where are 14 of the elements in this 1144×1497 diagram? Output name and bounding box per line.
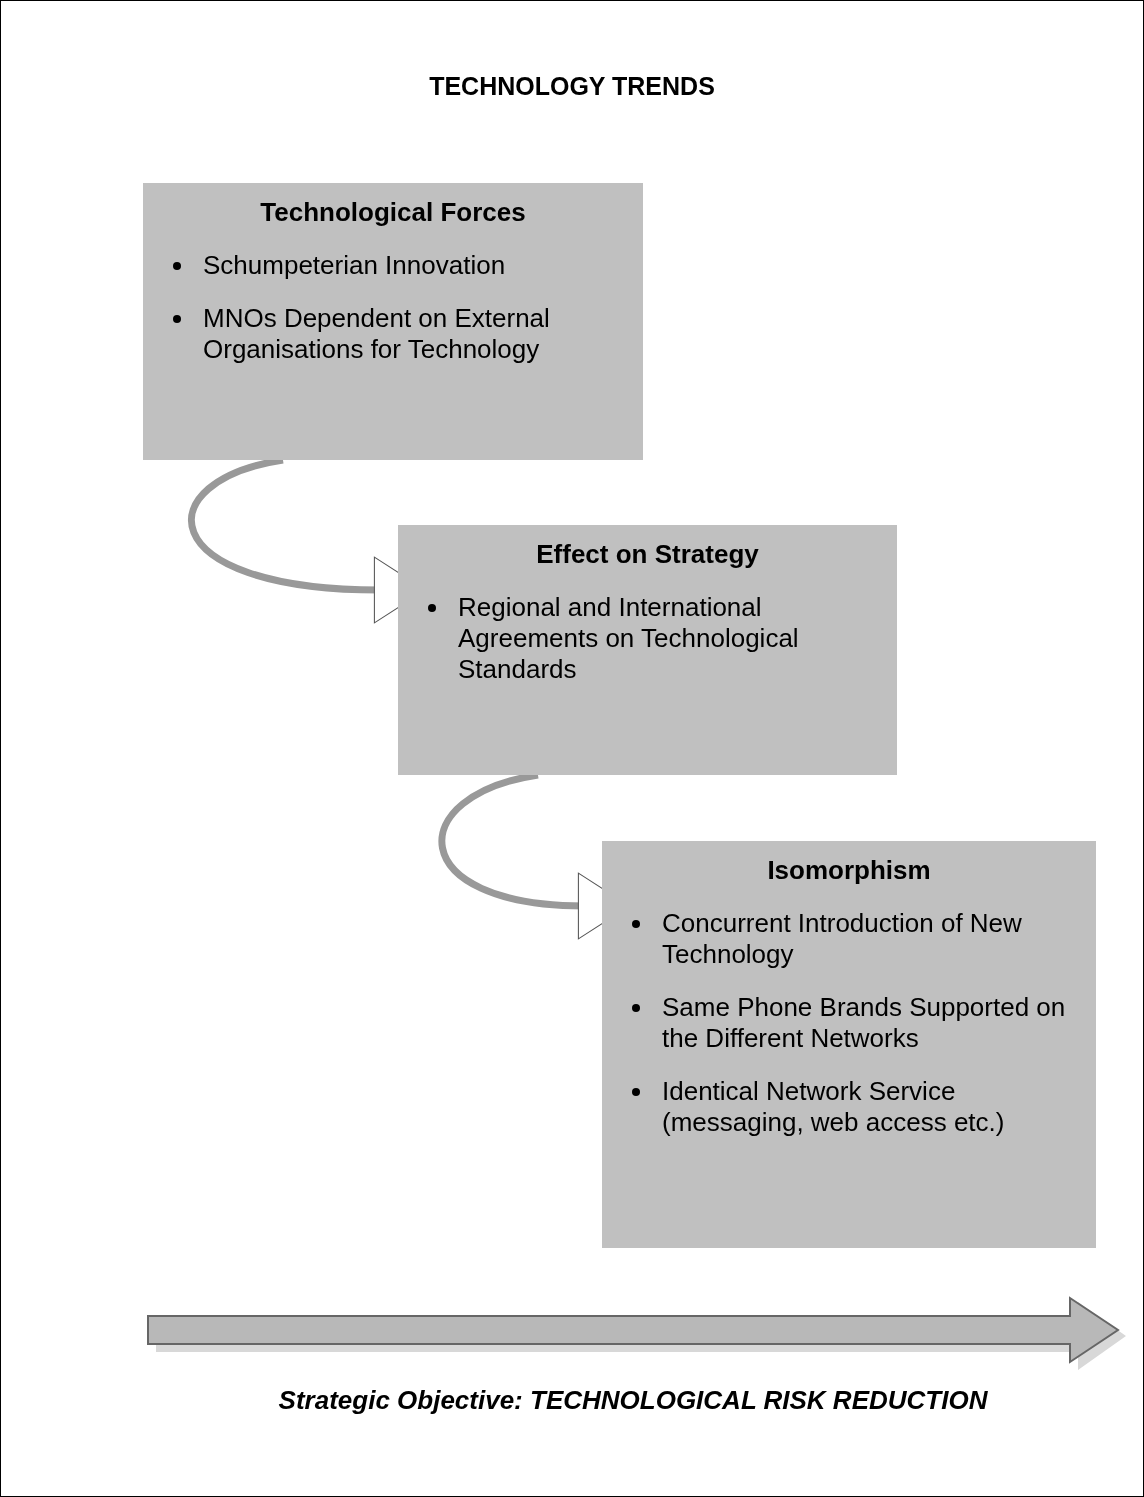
bullet-text: MNOs Dependent on External Organisations for Technology [203, 303, 550, 364]
bullet-text: Concurrent Introduction of New Technology [662, 908, 1022, 969]
bullet-text: Schumpeterian Innovation [203, 250, 506, 280]
text-box [143, 183, 643, 460]
caption: Strategic Objective: TECHNOLOGICAL RISK REDUCTION [277, 1385, 989, 1416]
text-box [398, 525, 897, 775]
bullet-text: Identical Network Service (messaging, web access etc.) [662, 1076, 1005, 1137]
bullet-text: Same Phone Brands Supported on the Different Networks [662, 992, 1066, 1053]
box-heading: Effect on Strategy [535, 539, 760, 570]
box-heading: Isomorphism [766, 855, 932, 886]
bullet-text: Regional and International Agreements on Technological Standards [458, 592, 799, 684]
title: TECHNOLOGY TRENDS [428, 72, 716, 101]
text-box [602, 841, 1096, 1248]
box-heading: Technological Forces [259, 197, 527, 228]
